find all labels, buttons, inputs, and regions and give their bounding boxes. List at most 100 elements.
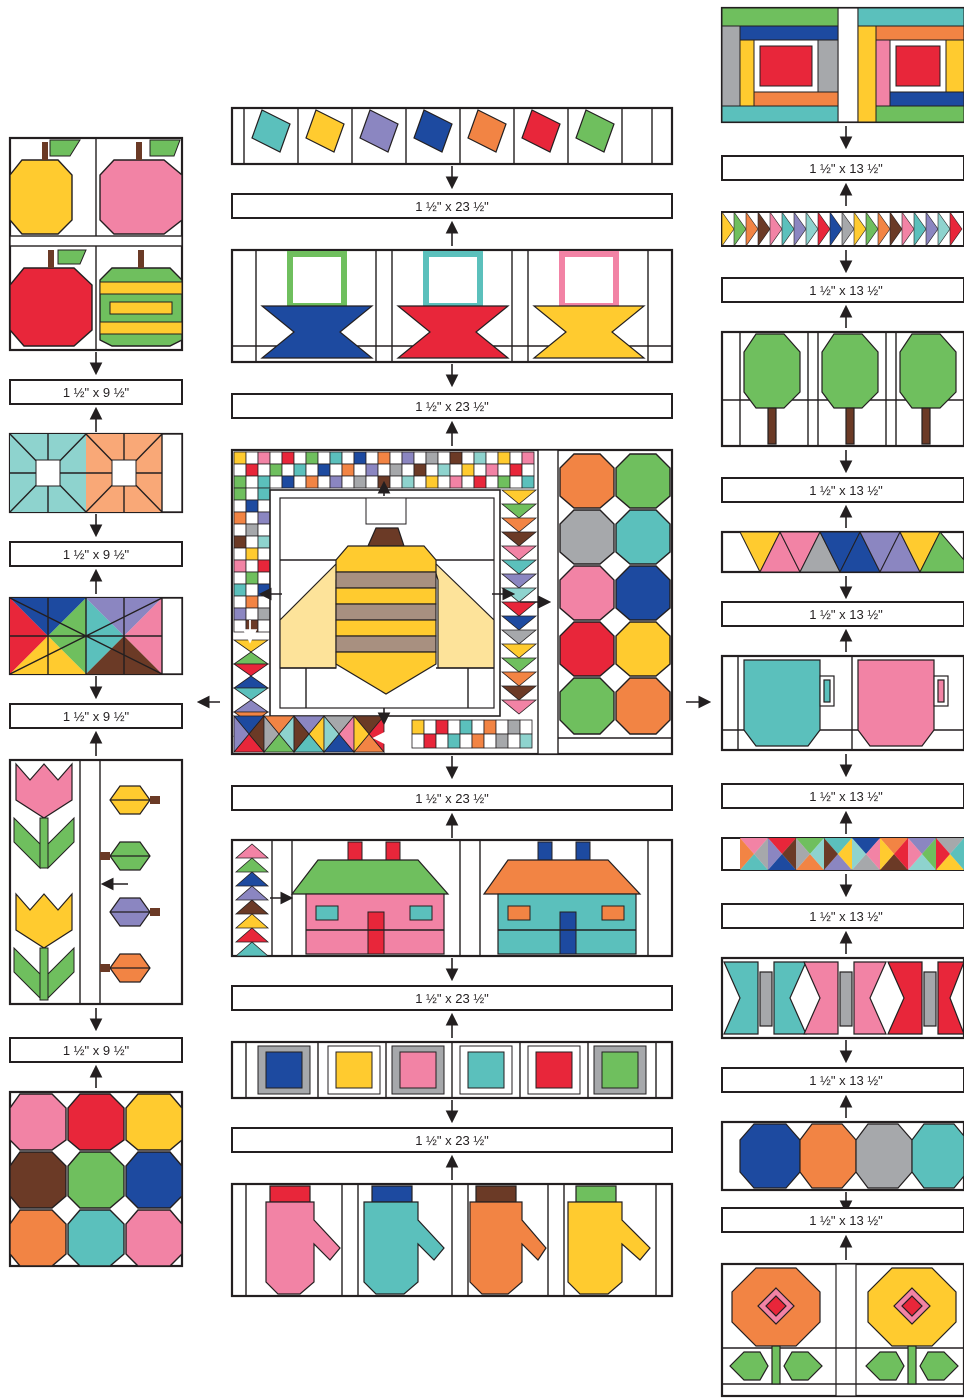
star-row-block bbox=[232, 108, 672, 164]
patch bbox=[234, 524, 246, 536]
patch bbox=[486, 464, 498, 476]
patch bbox=[460, 734, 472, 748]
patch bbox=[234, 548, 246, 560]
star-x-block bbox=[10, 434, 182, 512]
patch bbox=[234, 620, 246, 632]
patch bbox=[234, 500, 246, 512]
patch bbox=[234, 464, 246, 476]
sashing-center-3: 1 ½" x 23 ½" bbox=[232, 786, 672, 810]
svg-text:1 ½" x 23 ½": 1 ½" x 23 ½" bbox=[415, 399, 489, 414]
svg-text:1 ½" x 13 ½": 1 ½" x 13 ½" bbox=[809, 607, 883, 622]
sashing-left-2: 1 ½" x 9 ½" bbox=[10, 542, 182, 566]
svg-text:1 ½" x 9 ½": 1 ½" x 9 ½" bbox=[63, 385, 130, 400]
patch bbox=[318, 452, 330, 464]
patch bbox=[508, 720, 520, 734]
patch bbox=[246, 596, 258, 608]
patch bbox=[448, 720, 460, 734]
sashing-right-5: 1 ½" x 13 ½" bbox=[722, 784, 964, 808]
patch bbox=[258, 536, 270, 548]
patch bbox=[402, 452, 414, 464]
patch bbox=[306, 464, 318, 476]
sashing-center-1: 1 ½" x 23 ½" bbox=[232, 194, 672, 218]
patch bbox=[342, 452, 354, 464]
patch bbox=[246, 512, 258, 524]
svg-text:1 ½" x 9 ½": 1 ½" x 9 ½" bbox=[63, 709, 130, 724]
svg-text:1 ½" x 23 ½": 1 ½" x 23 ½" bbox=[415, 1133, 489, 1148]
patch bbox=[330, 452, 342, 464]
octagon-strip-block bbox=[722, 1122, 964, 1190]
patch bbox=[438, 464, 450, 476]
patch bbox=[354, 464, 366, 476]
patch bbox=[306, 452, 318, 464]
patch bbox=[462, 464, 474, 476]
bowtie-row-block bbox=[722, 958, 964, 1038]
hourglass-block bbox=[10, 598, 182, 674]
left-column: 1 ½" x 9 ½" 1 ½" x 9 ½" bbox=[10, 138, 182, 1266]
patch bbox=[282, 452, 294, 464]
patch bbox=[438, 452, 450, 464]
sashing-center-5: 1 ½" x 23 ½" bbox=[232, 1128, 672, 1152]
svg-text:1 ½" x 13 ½": 1 ½" x 13 ½" bbox=[809, 1073, 883, 1088]
patch bbox=[234, 488, 246, 500]
patch bbox=[246, 548, 258, 560]
sashing-right-2: 1 ½" x 13 ½" bbox=[722, 278, 964, 302]
patch bbox=[246, 488, 258, 500]
patch bbox=[486, 452, 498, 464]
patch bbox=[484, 734, 496, 748]
sashing-right-7: 1 ½" x 13 ½" bbox=[722, 1068, 964, 1092]
spool-row-block bbox=[232, 1042, 672, 1098]
svg-text:1 ½" x 13 ½": 1 ½" x 13 ½" bbox=[809, 283, 883, 298]
patch bbox=[354, 452, 366, 464]
patch bbox=[522, 452, 534, 464]
patch bbox=[246, 560, 258, 572]
patch bbox=[450, 476, 462, 488]
patch bbox=[258, 596, 270, 608]
patch bbox=[342, 476, 354, 488]
patch bbox=[402, 476, 414, 488]
tulip-block bbox=[10, 760, 182, 1004]
svg-text:1 ½" x 23 ½": 1 ½" x 23 ½" bbox=[415, 991, 489, 1006]
patch bbox=[318, 476, 330, 488]
patch bbox=[270, 452, 282, 464]
patch bbox=[450, 464, 462, 476]
patch bbox=[246, 536, 258, 548]
patch bbox=[258, 488, 270, 500]
patch bbox=[258, 560, 270, 572]
patch bbox=[342, 464, 354, 476]
svg-text:1 ½" x 9 ½": 1 ½" x 9 ½" bbox=[63, 547, 130, 562]
patch bbox=[306, 476, 318, 488]
patch bbox=[246, 524, 258, 536]
sashing-center-2: 1 ½" x 23 ½" bbox=[232, 394, 672, 418]
house-row-block bbox=[232, 840, 672, 956]
patch bbox=[330, 476, 342, 488]
patch bbox=[474, 452, 486, 464]
svg-text:1 ½" x 9 ½": 1 ½" x 9 ½" bbox=[63, 1043, 130, 1058]
patch bbox=[258, 572, 270, 584]
patch bbox=[246, 500, 258, 512]
patch bbox=[234, 452, 246, 464]
patch bbox=[318, 464, 330, 476]
patch bbox=[474, 464, 486, 476]
patch bbox=[258, 524, 270, 536]
patch bbox=[246, 452, 258, 464]
patch bbox=[510, 452, 522, 464]
patch bbox=[366, 452, 378, 464]
patch bbox=[378, 464, 390, 476]
log-cabin-block bbox=[722, 8, 964, 122]
sashing-center-4: 1 ½" x 23 ½" bbox=[232, 986, 672, 1010]
sashing-left-3: 1 ½" x 9 ½" bbox=[10, 704, 182, 728]
sashing-right-3: 1 ½" x 13 ½" bbox=[722, 478, 964, 502]
svg-text:1 ½" x 13 ½": 1 ½" x 13 ½" bbox=[809, 789, 883, 804]
center-bee-medallion bbox=[232, 450, 672, 754]
patch bbox=[258, 452, 270, 464]
patch bbox=[426, 476, 438, 488]
patch bbox=[234, 608, 246, 620]
tree-row-block bbox=[722, 332, 964, 446]
patch bbox=[462, 476, 474, 488]
patch bbox=[378, 452, 390, 464]
patch bbox=[426, 452, 438, 464]
patch bbox=[294, 476, 306, 488]
patch bbox=[258, 620, 270, 632]
patch bbox=[520, 734, 532, 748]
